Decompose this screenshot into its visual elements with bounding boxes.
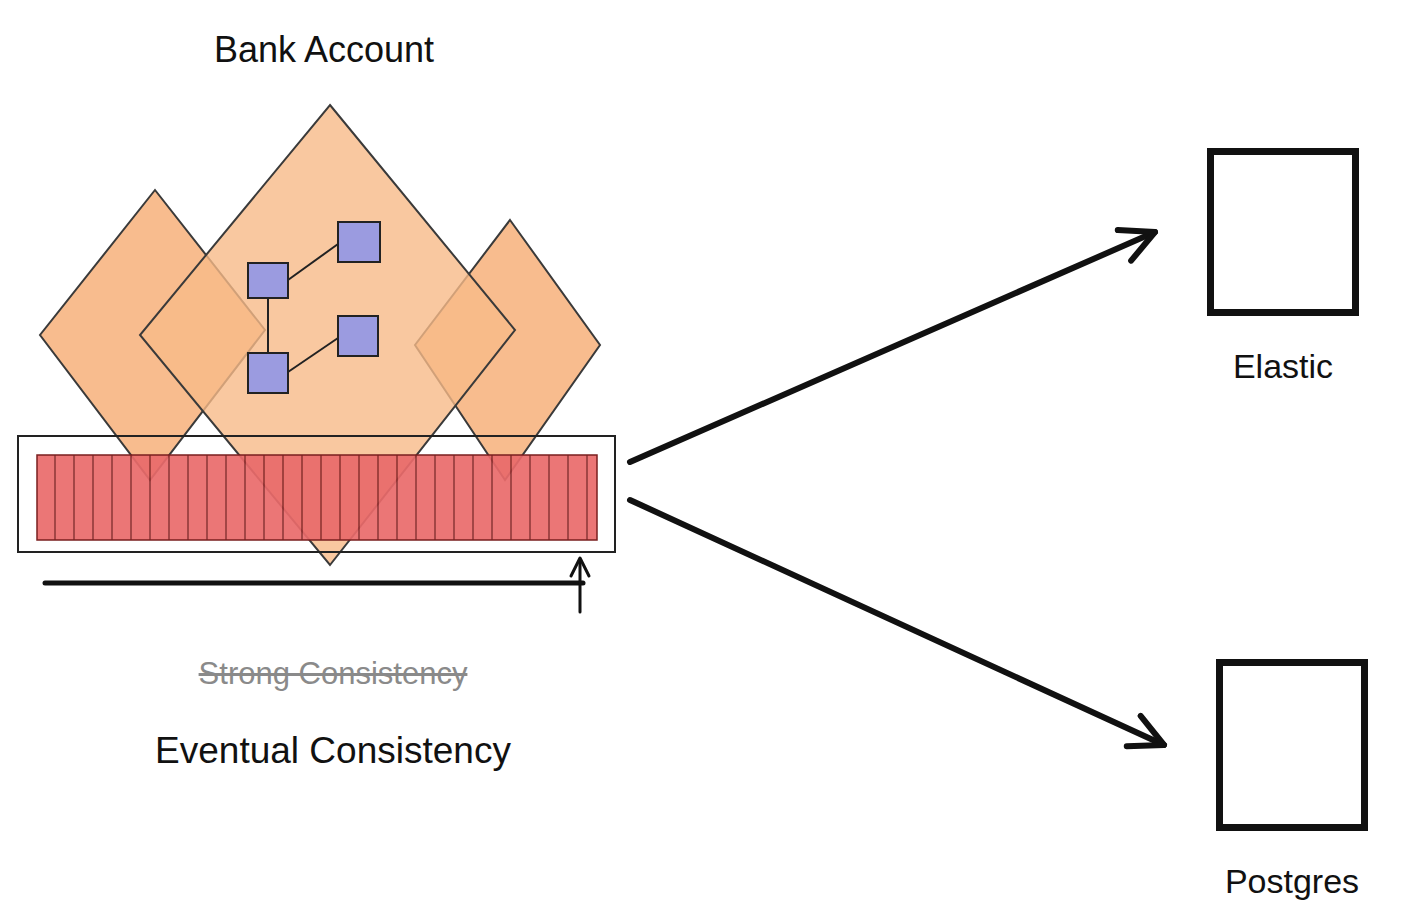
connector-group <box>630 232 1164 745</box>
data-store: Elastic <box>1207 148 1359 387</box>
aggregate-group: Bank Account <box>18 18 630 580</box>
relation-line <box>288 244 338 280</box>
event-stream-frame <box>18 436 615 552</box>
consistency-note: Eventual Consistency <box>155 730 511 772</box>
value-object-square <box>338 222 380 262</box>
struck-note: Strong Consistency <box>199 656 468 692</box>
flow-arrow <box>630 500 1164 745</box>
value-object-square <box>338 316 378 356</box>
group-heading: Bank Account <box>18 28 630 71</box>
store-label: Postgres <box>1216 861 1368 902</box>
flow-arrow <box>630 232 1155 462</box>
store-label: Elastic <box>1207 346 1359 387</box>
stream-position-line <box>45 581 583 586</box>
stream-position-pointer <box>579 560 582 612</box>
stream-position-arrowhead <box>571 558 589 576</box>
relation-line <box>288 338 338 372</box>
data-store: Postgres <box>1216 659 1368 902</box>
relation-line <box>267 298 269 353</box>
store-square <box>1216 659 1368 831</box>
store-square <box>1207 148 1359 316</box>
value-object-square <box>248 353 288 393</box>
event-stream-band <box>37 455 597 540</box>
value-object-square <box>248 263 288 298</box>
